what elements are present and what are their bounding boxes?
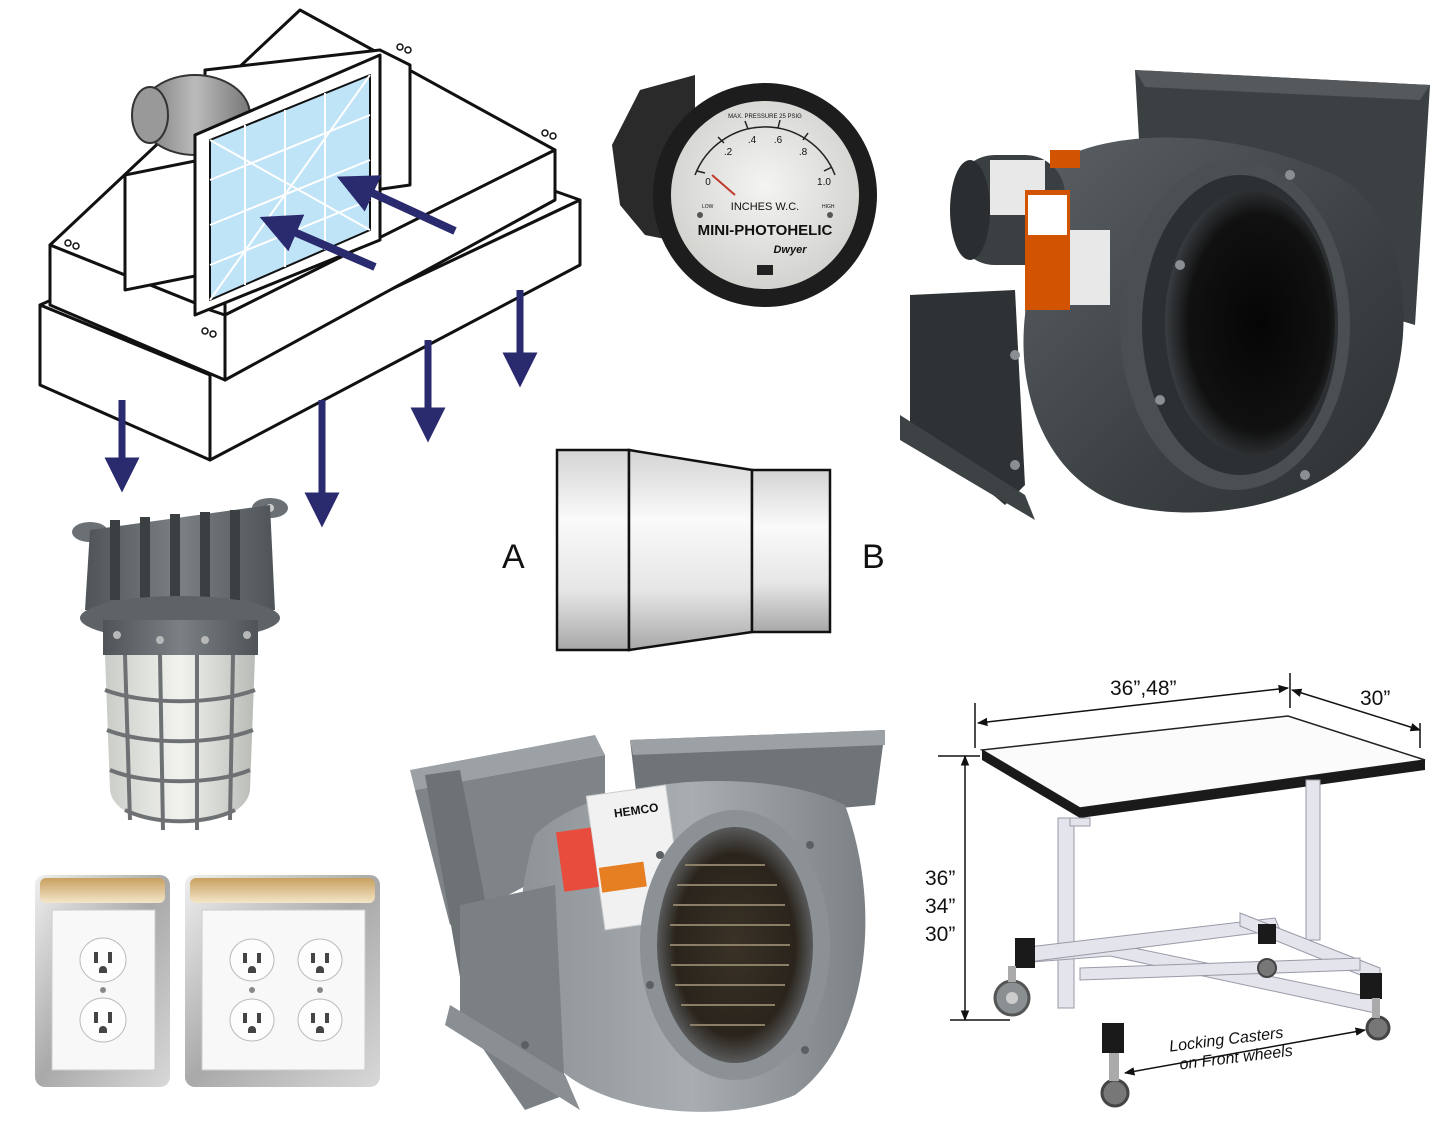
- cart-casters: [993, 924, 1391, 1108]
- blower-gray-svg: HEMCO: [410, 730, 885, 1112]
- airflow-down-arrows: [104, 290, 538, 528]
- cart-svg: 36”,48” 30” 36” 34” 30”: [925, 673, 1426, 1108]
- cart-leg-front-left: [1057, 817, 1075, 1009]
- gauge-brand: Dwyer: [773, 244, 807, 256]
- gauge-units: INCHES W.C.: [731, 201, 799, 213]
- vapor-light-svg: [72, 498, 288, 831]
- reducer-label-a: A: [502, 538, 525, 576]
- cart-dimension-lines: [938, 673, 1422, 1022]
- blower-dark: [895, 65, 1440, 525]
- electrical-outlets: [30, 870, 390, 1095]
- airflow-in-arrows: [259, 175, 457, 271]
- gauge-scale-label: 1.0: [817, 177, 831, 188]
- blower-gray: HEMCO: [405, 715, 895, 1120]
- blower-gray-wheel: [670, 864, 790, 1026]
- cart-depth-dim: 30”: [1360, 687, 1390, 710]
- cart-height-dim: 30”: [925, 923, 955, 946]
- reducer-small-end: [750, 468, 832, 634]
- reducer-label-b: B: [862, 538, 885, 576]
- gauge-scale-label: .4: [748, 135, 757, 146]
- gauge-name: MINI-PHOTOHELIC: [698, 222, 833, 239]
- blower-dark-inlet: [1165, 191, 1335, 455]
- receptacle-single: [79, 937, 127, 1043]
- cart-height-dim: 36”: [925, 867, 955, 890]
- gauge-low: LOW: [702, 204, 714, 210]
- reducer-large-end: [555, 448, 631, 652]
- cart-height-dim: 34”: [925, 895, 955, 918]
- light-cage: [104, 654, 256, 831]
- gauge-top-text: MAX. PRESSURE 25 PSIG: [728, 114, 802, 120]
- blower-gray-brand: HEMCO: [613, 800, 659, 820]
- caster-note-arrow: [1123, 1027, 1367, 1076]
- gauge-scale-label: .2: [724, 147, 733, 158]
- gauge-scale: 0 .2 .4 .6 .8 1.0: [705, 135, 831, 188]
- hood-diagram-svg: [38, 8, 582, 528]
- duct-reducer-svg: A B: [502, 448, 885, 652]
- cart-leg-back-right: [1305, 779, 1321, 941]
- hood-base-side: [208, 198, 582, 462]
- vapor-light-fixture: [65, 490, 295, 850]
- mobile-cart-diagram: 36”,48” 30” 36” 34” 30”: [920, 668, 1445, 1128]
- gauge-needle: [711, 174, 736, 196]
- cart-width-dim: 36”,48”: [1110, 677, 1177, 700]
- hood-filter-grid: [209, 74, 371, 301]
- gauge-face: [671, 101, 859, 289]
- gauge-high: HIGH: [822, 204, 835, 210]
- gauge-scale-label: 0: [705, 177, 711, 188]
- hood-box-side: [223, 148, 557, 382]
- gauge-scale-label: .8: [799, 147, 808, 158]
- gauge-scale-label: .6: [774, 135, 783, 146]
- pressure-gauge: MAX. PRESSURE 25 PSIG 0 .2 .4 .6 .8 1.0 …: [600, 65, 880, 325]
- duct-reducer: A B: [490, 440, 910, 665]
- reducer-taper: [627, 448, 754, 652]
- outlets-svg: [35, 875, 380, 1087]
- pressure-gauge-svg: MAX. PRESSURE 25 PSIG 0 .2 .4 .6 .8 1.0 …: [612, 75, 877, 307]
- receptacle-double: [229, 938, 343, 1042]
- hood-diagram: [30, 5, 590, 528]
- blower-dark-svg: [900, 70, 1430, 520]
